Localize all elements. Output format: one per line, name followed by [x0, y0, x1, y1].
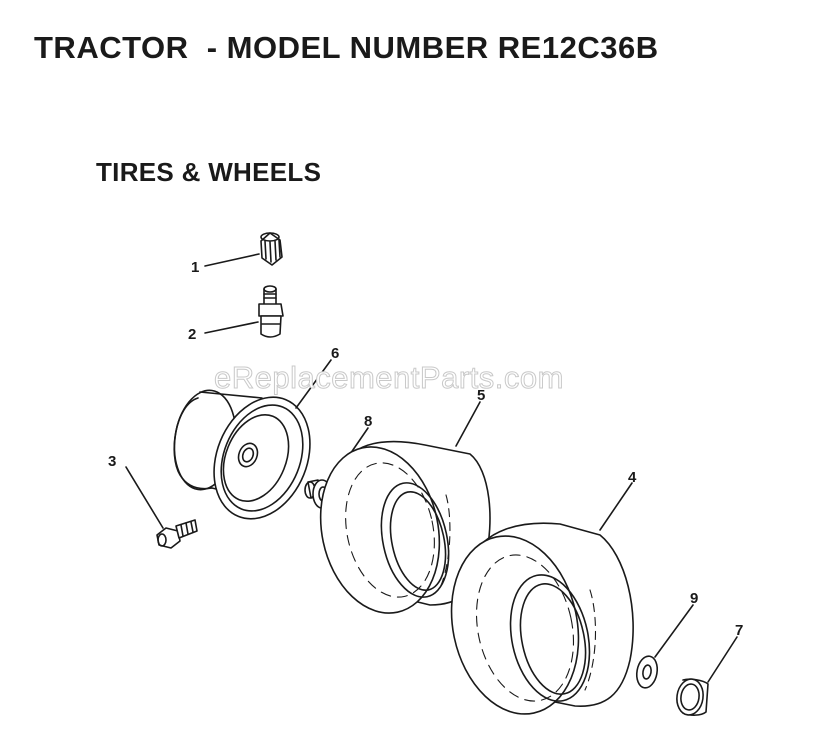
- callout-8: 8: [364, 413, 372, 430]
- diagram-title: TRACTOR - MODEL NUMBER RE12C36B: [34, 30, 659, 65]
- leader-4: [599, 482, 633, 531]
- washer-part[interactable]: [634, 655, 659, 690]
- lug-bolt-part[interactable]: [156, 519, 198, 549]
- leader-6: [295, 359, 332, 409]
- leader-9: [654, 604, 694, 658]
- callout-9: 9: [690, 590, 698, 607]
- rear-tire-part[interactable]: [436, 522, 634, 726]
- wheel-rim-part[interactable]: [168, 383, 327, 534]
- valve-cap-part[interactable]: [260, 232, 283, 266]
- section-heading: TIRES & WHEELS: [96, 157, 322, 187]
- leader-2: [204, 321, 259, 334]
- valve-stem-part[interactable]: [258, 285, 284, 338]
- leader-3: [125, 466, 164, 529]
- callout-7: 7: [735, 622, 743, 639]
- leader-1: [204, 253, 260, 267]
- callout-4: 4: [628, 469, 637, 486]
- callout-1: 1: [191, 259, 199, 276]
- callout-3: 3: [108, 453, 116, 470]
- watermark: eReplacementParts.com: [214, 360, 564, 396]
- callout-2: 2: [188, 326, 196, 343]
- leader-7: [707, 636, 738, 683]
- callout-6: 6: [331, 345, 339, 362]
- hub-cap-part[interactable]: [675, 677, 709, 716]
- callout-5: 5: [477, 387, 485, 404]
- leader-5: [455, 401, 481, 447]
